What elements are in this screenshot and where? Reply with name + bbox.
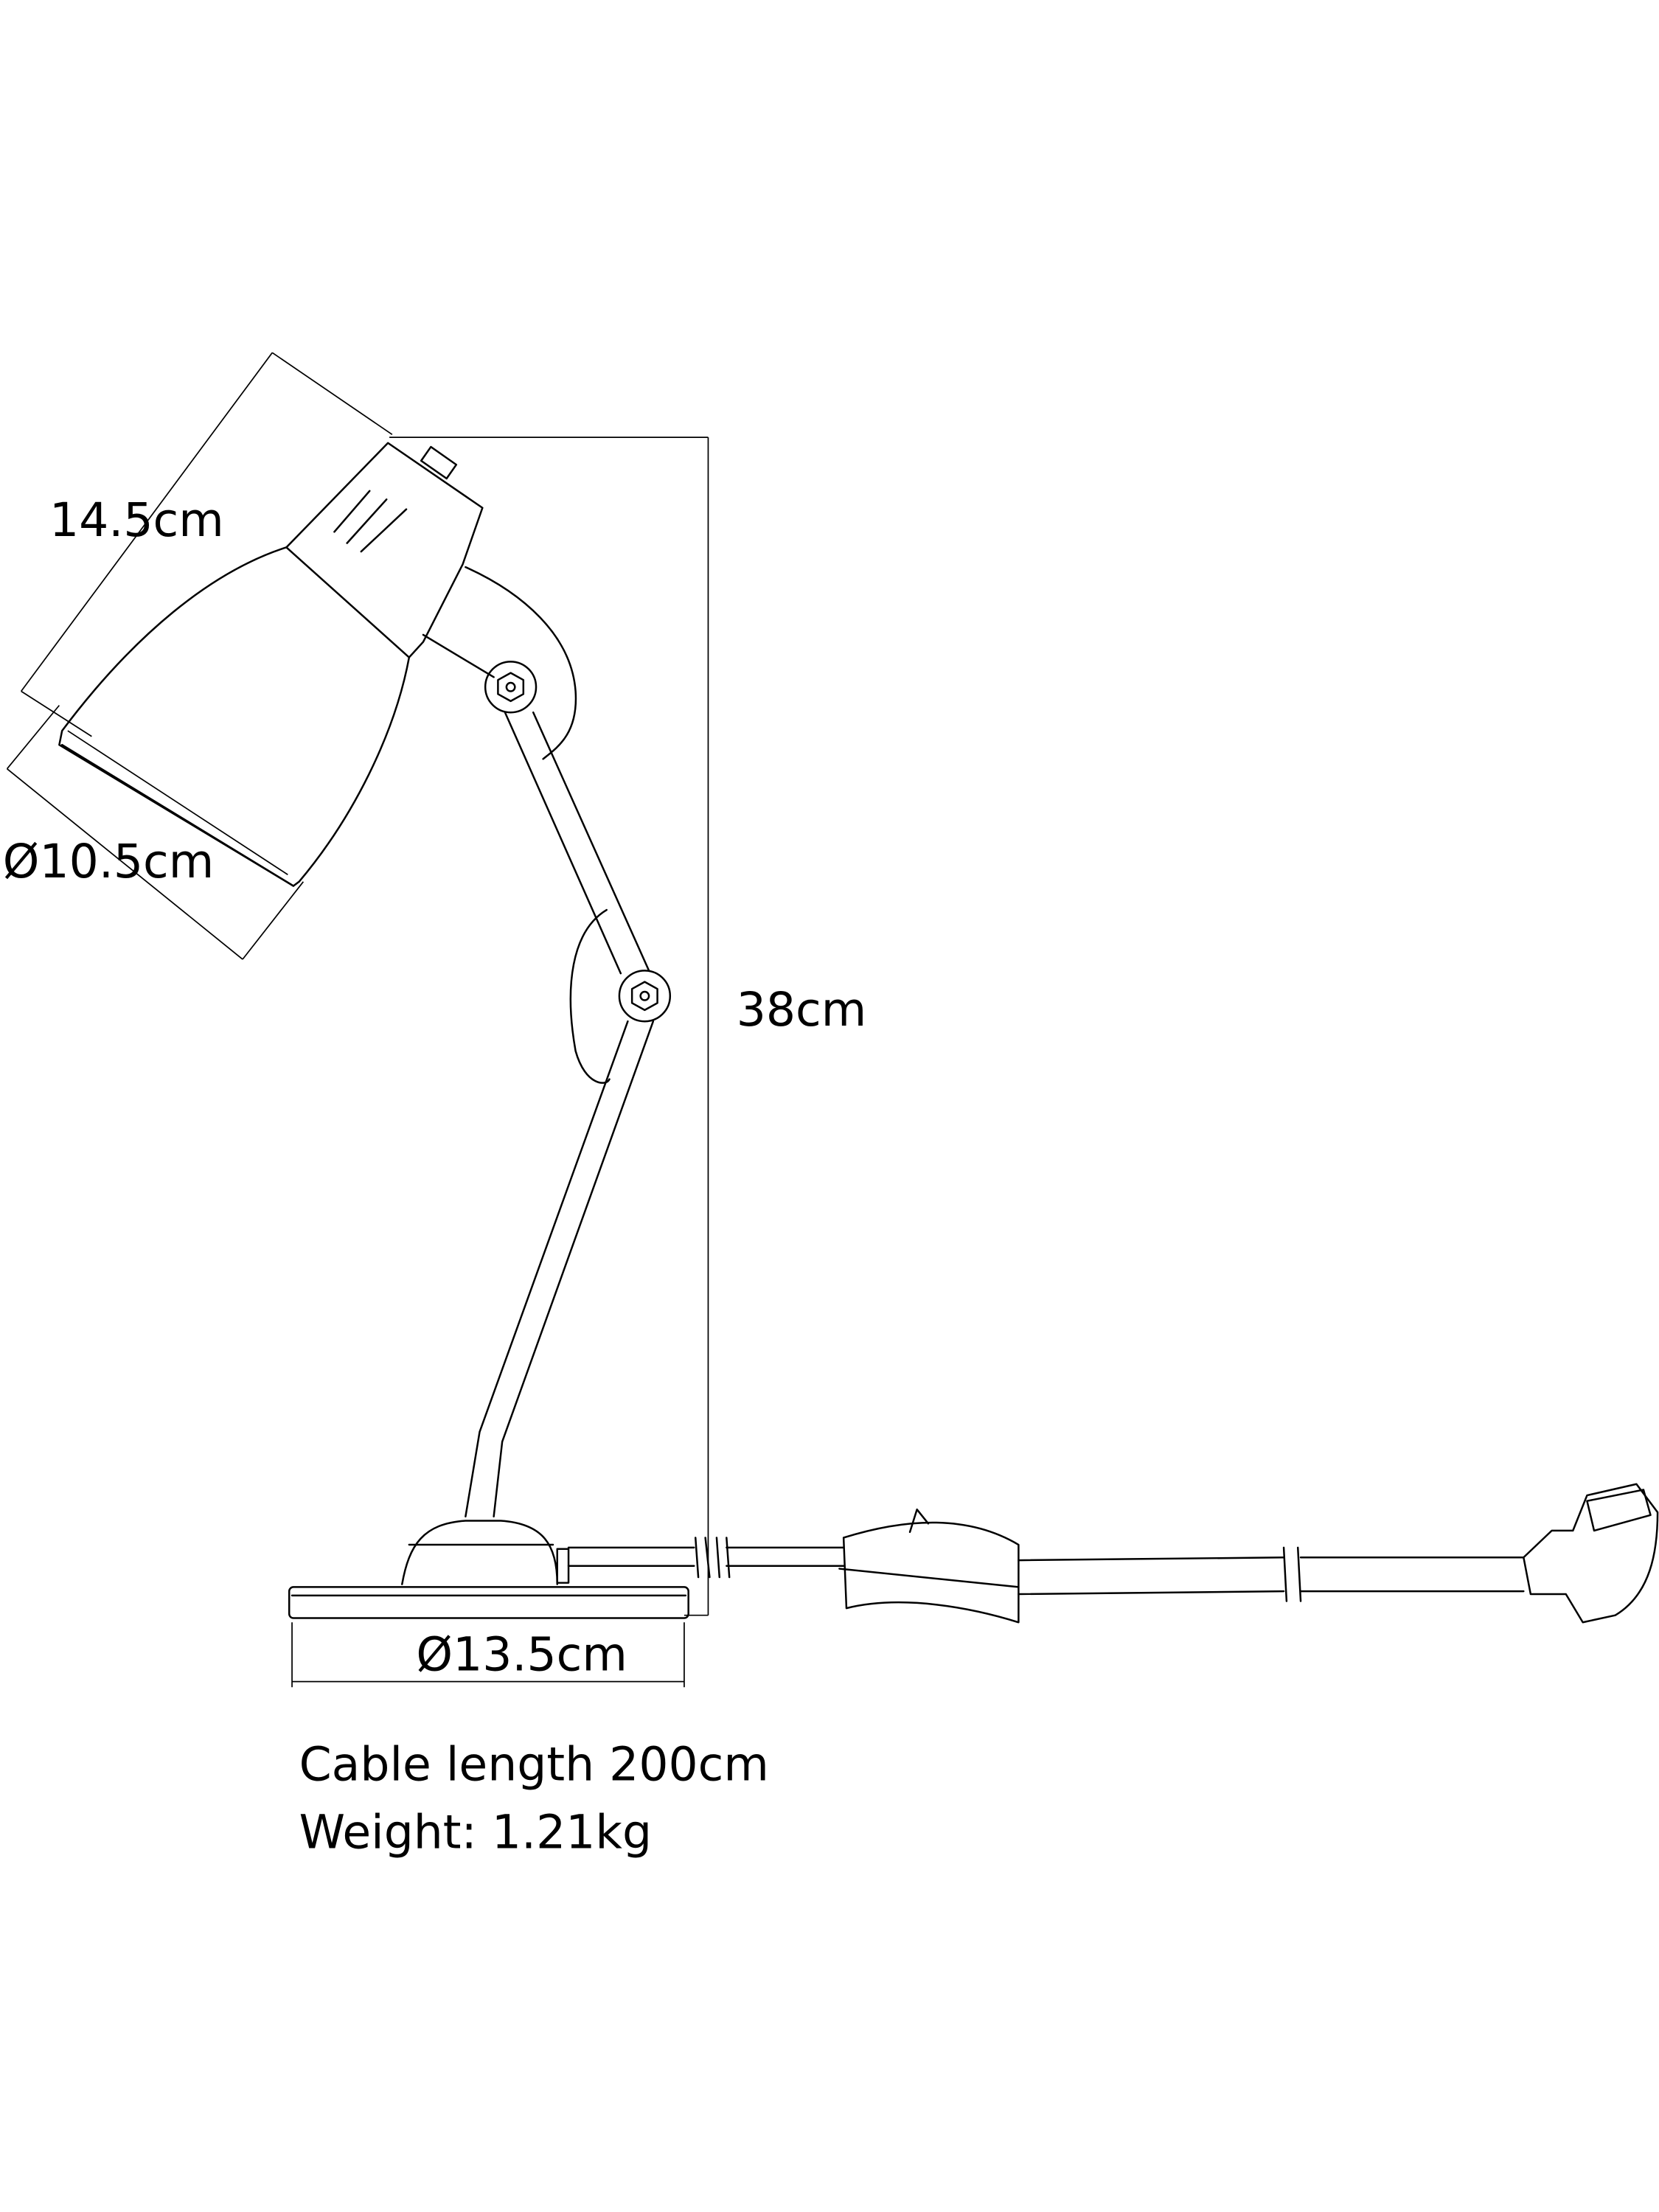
base-diameter-label: Ø13.5cm [416, 1627, 627, 1681]
cable-with-switch-and-plug [567, 1483, 1659, 1624]
cable-length-note: Cable length 200cm [299, 1737, 769, 1792]
plug [1523, 1483, 1659, 1624]
shade-diameter-dimension: Ø10.5cm [3, 705, 305, 960]
weight-note: Weight: 1.21kg [299, 1804, 652, 1859]
shade-length-dimension: 14.5cm [21, 352, 393, 737]
lamp-shade [58, 442, 484, 887]
lamp-base [288, 1520, 689, 1619]
inline-switch [842, 1521, 1020, 1624]
height-label: 38cm [737, 982, 867, 1037]
lamp-arm [422, 566, 672, 1518]
base-diameter-dimension: Ø13.5cm [291, 1622, 685, 1688]
shade-length-label: 14.5cm [49, 493, 224, 547]
shade-diameter-label: Ø10.5cm [3, 834, 214, 888]
height-dimension: 38cm [389, 437, 867, 1616]
